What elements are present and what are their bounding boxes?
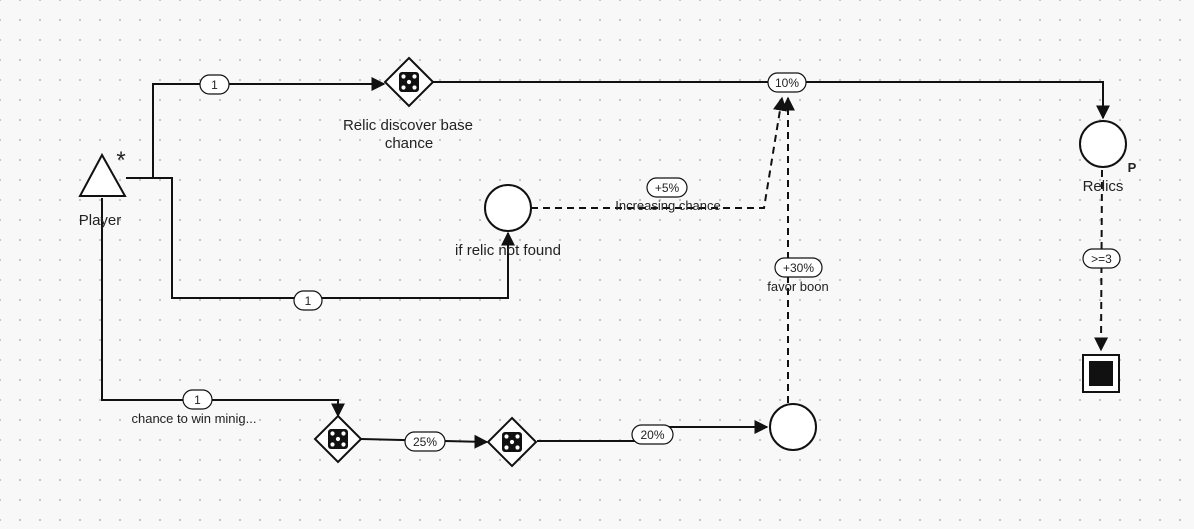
edge-increasing-chance[interactable] bbox=[531, 96, 787, 209]
svg-text:+30%: +30% bbox=[783, 261, 814, 275]
svg-text:1: 1 bbox=[211, 78, 218, 92]
player-label: Player bbox=[79, 212, 122, 229]
dice-five-icon[interactable] bbox=[313, 414, 363, 464]
edge-label-20-percent: 20% bbox=[631, 424, 674, 445]
relic-discover-label-line2: chance bbox=[385, 135, 433, 152]
svg-text:1: 1 bbox=[194, 393, 201, 407]
relics-label: Relics bbox=[1083, 178, 1124, 195]
edge-caption-favor-boon: favor boon bbox=[767, 279, 828, 294]
svg-text:+5%: +5% bbox=[655, 181, 680, 195]
dice-five-icon[interactable] bbox=[383, 56, 435, 108]
edge-caption-chance-to-win: chance to win minig... bbox=[131, 411, 256, 426]
dice-five-icon[interactable] bbox=[486, 416, 538, 468]
edge-label-25-percent: 25% bbox=[404, 431, 446, 452]
svg-text:10%: 10% bbox=[775, 76, 799, 90]
player-source-node[interactable] bbox=[78, 152, 127, 197]
relics-persistent-marker: P bbox=[1128, 160, 1137, 175]
edge-label-player-relic: 1 bbox=[199, 74, 230, 95]
edge-player-to-if-relic[interactable] bbox=[126, 177, 515, 299]
edge-label-plus-30: +30% bbox=[774, 257, 823, 278]
if-relic-not-found-label: if relic not found bbox=[455, 242, 561, 259]
relics-pool[interactable] bbox=[1079, 120, 1127, 168]
edge-caption-increasing-chance: Increasing chance bbox=[615, 198, 721, 213]
svg-text:>=3: >=3 bbox=[1091, 252, 1112, 266]
edge-label-plus-5: +5% bbox=[646, 177, 688, 198]
edge-label-player-if-relic: 1 bbox=[293, 290, 323, 311]
edge-label-10-percent: 10% bbox=[767, 72, 807, 93]
svg-text:25%: 25% bbox=[413, 435, 437, 449]
if-relic-not-found-pool[interactable] bbox=[484, 184, 532, 232]
svg-text:1: 1 bbox=[305, 294, 312, 308]
relic-discover-label-line1: Relic discover base bbox=[343, 117, 473, 134]
end-square-icon[interactable] bbox=[1082, 354, 1120, 393]
player-start-marker: * bbox=[116, 147, 125, 174]
minigame-reward-pool[interactable] bbox=[769, 403, 817, 451]
edge-label-gte-3: >=3 bbox=[1082, 248, 1121, 269]
svg-text:20%: 20% bbox=[640, 428, 664, 442]
edge-relic-discover-to-relics[interactable] bbox=[433, 81, 1110, 120]
edge-player-to-minigame[interactable] bbox=[101, 198, 345, 418]
edge-label-player-minigame: 1 bbox=[182, 389, 213, 410]
